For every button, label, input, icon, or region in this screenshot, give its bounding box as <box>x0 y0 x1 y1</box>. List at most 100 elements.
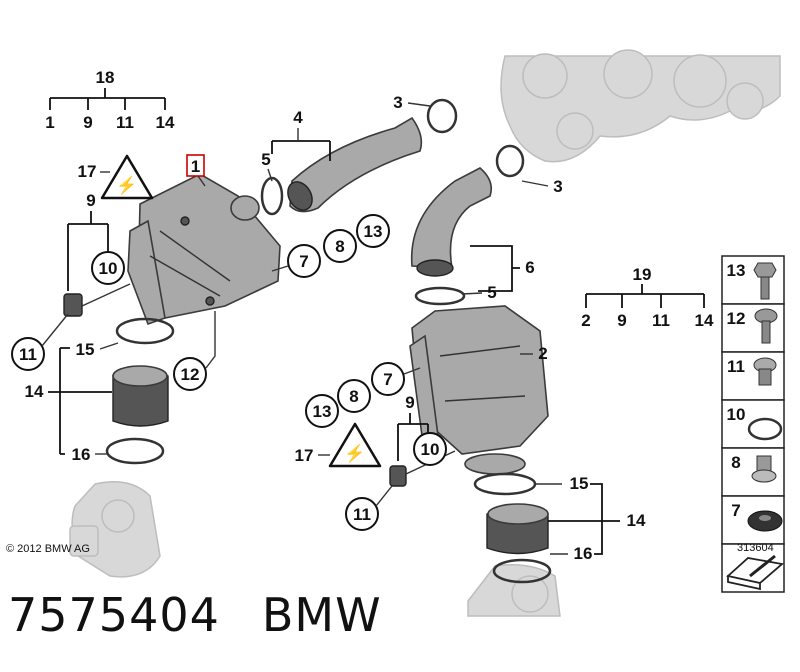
callout-2: 2 <box>520 344 548 363</box>
svg-text:13: 13 <box>364 222 383 241</box>
arrow-symbol-icon <box>726 554 785 591</box>
callout-5-upper: 5 <box>261 150 273 182</box>
callout-17-left: 17 <box>78 162 110 181</box>
callout-15-left: 15 <box>76 340 119 359</box>
legend-label-6: 7 <box>731 501 740 520</box>
callout-3-upper: 3 <box>393 93 431 112</box>
svg-text:8: 8 <box>349 387 358 406</box>
svg-text:11: 11 <box>353 505 371 524</box>
charge-air-duct-elbow <box>410 167 493 277</box>
group-19-bracket: 19 2 9 11 14 <box>581 265 714 330</box>
callout-13-lower: 13 <box>305 394 339 428</box>
svg-text:10: 10 <box>421 440 440 459</box>
callout-8-upper: 8 <box>323 229 357 263</box>
fastener-legend: 13 12 11 10 8 7 <box>721 255 785 593</box>
svg-text:14: 14 <box>25 382 44 401</box>
svg-text:5: 5 <box>261 150 270 169</box>
part-number: 7575404 <box>8 588 220 642</box>
connecting-sleeve-right <box>486 503 549 555</box>
callout-3-lower: 3 <box>521 177 563 196</box>
svg-text:16: 16 <box>72 445 91 464</box>
svg-text:15: 15 <box>76 340 95 359</box>
legend-label-4: 10 <box>727 405 746 424</box>
rubber-grommet-icon <box>747 510 783 532</box>
legend-label-1: 13 <box>727 261 746 280</box>
callout-9-right: 9 <box>397 393 429 461</box>
svg-text:17: 17 <box>295 446 314 465</box>
svg-text:⚡: ⚡ <box>116 175 137 196</box>
svg-text:6: 6 <box>525 258 534 277</box>
group-18-child-3: 11 <box>116 113 134 132</box>
group-18-child-4: 14 <box>156 113 175 132</box>
svg-text:9: 9 <box>86 191 95 210</box>
callout-4: 4 <box>271 108 331 161</box>
svg-text:3: 3 <box>553 177 562 196</box>
svg-text:5: 5 <box>487 283 496 302</box>
callout-9-left: 9 <box>67 191 109 291</box>
svg-text:2: 2 <box>538 344 547 363</box>
hex-bolt-icon <box>753 262 777 300</box>
svg-text:8: 8 <box>335 237 344 256</box>
throttle-body-ghost-image <box>69 481 161 578</box>
torx-screw-icon <box>753 357 777 386</box>
callout-7-lower: 7 <box>371 362 421 396</box>
callout-17-right: 17 <box>295 446 330 465</box>
svg-text:⚡: ⚡ <box>344 443 365 464</box>
drawing-number: 313604 <box>737 542 774 554</box>
sleeve-bushing-icon <box>751 455 777 483</box>
left-charge-air-cooler <box>127 173 281 326</box>
turbocharger-ghost-image <box>500 49 781 163</box>
group-18-child-2: 9 <box>83 113 92 132</box>
callout-14-right: 14 <box>548 483 646 555</box>
svg-text:12: 12 <box>181 365 200 384</box>
callout-15-right: 15 <box>535 474 588 493</box>
callout-13-upper: 13 <box>356 214 390 248</box>
warning-triangle-icon-left: ⚡ <box>100 154 154 200</box>
svg-text:14: 14 <box>627 511 646 530</box>
callout-7-upper: 7 <box>271 244 321 278</box>
callout-5-lower: 5 <box>461 283 497 302</box>
legend-label-5: 8 <box>731 453 740 472</box>
callout-1-text: 1 <box>191 157 200 176</box>
callout-16-right: 16 <box>550 544 592 563</box>
group-19-child-2: 9 <box>617 311 626 330</box>
group-18-bracket: 18 1 9 11 14 <box>45 68 175 132</box>
warning-triangle-icon-right: ⚡ <box>328 422 382 468</box>
svg-text:13: 13 <box>313 402 332 421</box>
group-19-label: 19 <box>633 265 652 284</box>
callout-6: 6 <box>470 245 535 292</box>
callout-part-1-highlighted[interactable]: 1 <box>186 154 206 187</box>
callout-8-lower: 8 <box>337 379 371 413</box>
connecting-sleeve-left <box>112 365 169 427</box>
round-head-bolt-icon <box>754 308 778 344</box>
svg-text:16: 16 <box>574 544 593 563</box>
callout-10-right: 10 <box>413 432 447 466</box>
group-19-child-1: 2 <box>581 311 590 330</box>
legend-label-2: 12 <box>727 309 746 328</box>
callout-16-left: 16 <box>72 445 108 464</box>
o-ring-icon <box>747 417 783 441</box>
callout-11-right: 11 <box>345 485 393 531</box>
svg-text:7: 7 <box>299 252 308 271</box>
group-19-child-4: 14 <box>695 311 714 330</box>
callout-14-left: 14 <box>25 347 112 455</box>
part-number-footer: 7575404 BMW <box>8 588 424 642</box>
callout-10-left: 10 <box>91 251 125 285</box>
charge-air-duct-upper <box>287 116 423 213</box>
svg-text:3: 3 <box>393 93 402 112</box>
svg-text:7: 7 <box>383 370 392 389</box>
callout-12: 12 <box>173 311 216 391</box>
svg-text:17: 17 <box>78 162 97 181</box>
legend-label-3: 11 <box>727 357 745 376</box>
turbo-outlet-ghost-image <box>467 564 561 617</box>
brand-name: BMW <box>261 588 382 642</box>
sensor-left <box>63 283 131 317</box>
group-19-child-3: 11 <box>652 311 670 330</box>
svg-text:11: 11 <box>19 345 37 364</box>
svg-text:15: 15 <box>570 474 589 493</box>
group-18-label: 18 <box>96 68 115 87</box>
svg-text:10: 10 <box>99 259 118 278</box>
svg-text:9: 9 <box>405 393 414 412</box>
group-18-child-1: 1 <box>45 113 54 132</box>
